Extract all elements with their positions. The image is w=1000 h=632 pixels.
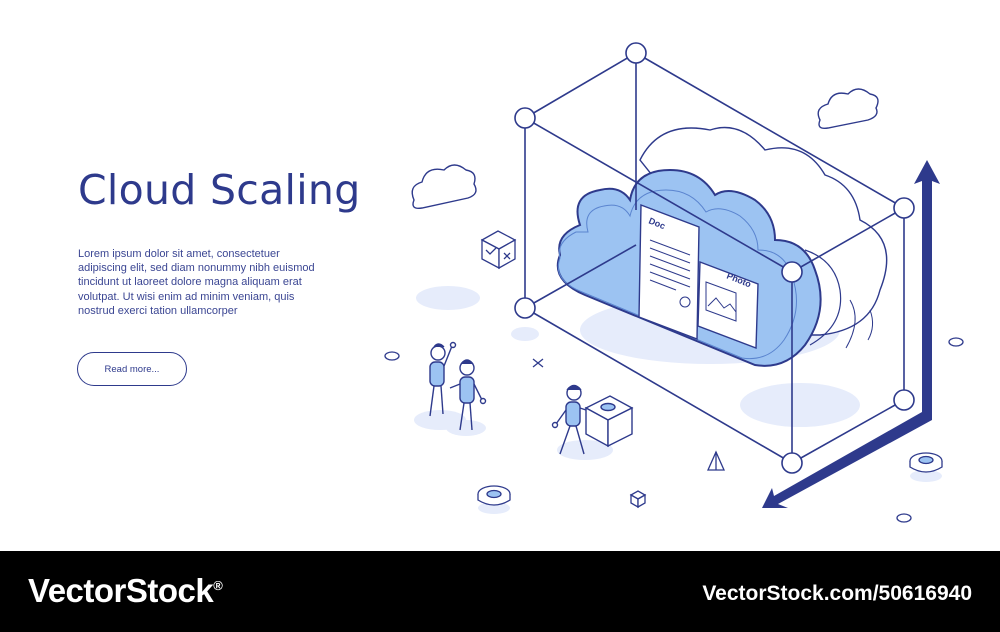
hero-description: Lorem ipsum dolor sit amet, consectetuer… xyxy=(78,248,315,317)
image-reference: VectorStock.com/50616940 xyxy=(702,582,972,605)
read-more-button[interactable]: Read more... xyxy=(77,352,187,386)
isometric-illustration: Doc Photo xyxy=(384,42,964,523)
registered-mark: ® xyxy=(213,578,223,593)
small-cloud-right xyxy=(817,88,879,130)
vectorstock-logo: VectorStock® xyxy=(28,572,223,610)
document-icon: Doc xyxy=(638,203,700,341)
small-cloud-left xyxy=(411,164,477,210)
watermark-bar xyxy=(0,551,1000,632)
scaling-box-wireframe xyxy=(524,52,905,464)
page-title: Cloud Scaling xyxy=(78,166,361,214)
floating-box-icon xyxy=(480,230,517,270)
logo-text: VectorStock xyxy=(28,572,214,609)
cube-icon xyxy=(584,395,634,448)
hero-banner: Doc Photo xyxy=(77,42,964,523)
worker-person-icon xyxy=(551,384,593,455)
person-icon xyxy=(429,341,487,431)
box-corner-nodes xyxy=(514,42,915,474)
decorative-shapes xyxy=(384,337,964,523)
arrow-icon xyxy=(762,160,940,508)
